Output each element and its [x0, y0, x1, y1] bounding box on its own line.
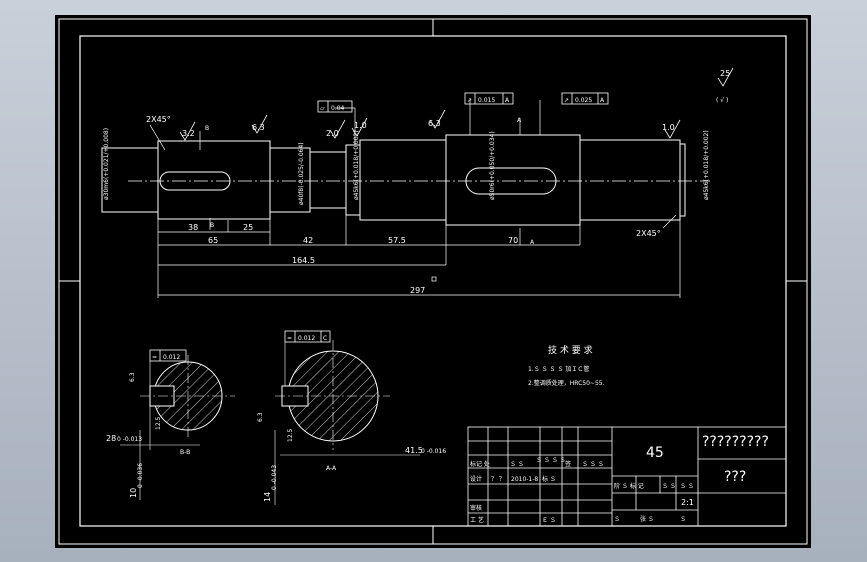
section-mark-left: B [210, 222, 214, 229]
roughness-corner: 25 [720, 69, 730, 78]
section-b-tol-value: 0.012 [163, 354, 180, 361]
tb-row-1b: Ｓ Ｓ [510, 461, 524, 468]
roughness-5: 6.3 [428, 119, 441, 128]
dia-1: ø30m6(+0.021/+0.008) [103, 128, 110, 200]
roughness-4: 1.0 [354, 121, 367, 130]
tb-row-1c: Ｓ Ｓ Ｓ Ｓ [536, 457, 566, 464]
runout2-symbol: ↗ [564, 97, 569, 104]
roughness-2: 6.3 [252, 123, 265, 132]
drawing-area [55, 15, 811, 548]
chamfer-left: 2X45° [146, 115, 171, 124]
dim-42: 42 [303, 236, 313, 245]
dia-5: ø45k6(+0.018/+0.002) [703, 130, 710, 200]
section-mark-right: A [530, 239, 535, 246]
section-a-width: 41.5 [405, 446, 423, 455]
section-a-label: A-A [326, 465, 337, 472]
dim-25: 25 [243, 223, 253, 232]
roughness-symbols [179, 67, 734, 141]
tb-weight-label: Ｓ Ｓ [662, 483, 676, 490]
section-b-depth-tol: 0 -0.036 [137, 463, 144, 488]
drawing-name: ????????? [702, 434, 769, 450]
tb-row-2d: 标 Ｓ [542, 475, 556, 483]
tb-row-1e: Ｓ Ｓ Ｓ [582, 461, 604, 468]
tech-notes-line-2: 2.整调质处理，HRC50~55. [528, 379, 605, 387]
roughness-corner-note: ( √ ) [716, 97, 728, 104]
section-a-roughness-1: 6.3 [257, 412, 264, 422]
runout1-datum: A [505, 97, 510, 104]
dia-2: ø40f8(-0.025/-0.064) [298, 142, 305, 205]
dim-38: 38 [188, 223, 198, 232]
roughness-6: 1.0 [662, 123, 675, 132]
section-a-width-tol: 0 -0.016 [421, 448, 446, 455]
section-a-tol-datum: C [323, 335, 327, 342]
section-a-roughness-2: 12.5 [287, 428, 294, 442]
dia-4: ø50r6(+0.050/+0.034) [489, 131, 496, 200]
flatness-symbol: ▱ [320, 105, 325, 112]
company-name: ??? [724, 469, 746, 485]
runout1-symbol: ↗ [467, 97, 472, 104]
tb-row-1d: 签 [565, 460, 571, 468]
tb-row-3-label: 审核 [470, 504, 482, 512]
tb-row-4b: Ｅ Ｓ [542, 517, 556, 524]
tb-scale-value: 2:1 [681, 498, 694, 507]
section-b-tol-symbol: = [152, 354, 157, 361]
roughness-3: 2.0 [326, 129, 339, 138]
section-b-depth: 10 [129, 488, 138, 498]
section-b-width-tol: 0 -0.013 [117, 436, 142, 443]
tech-notes-title: 技 术 要 求 [548, 344, 593, 356]
drawing-origin-marker [431, 276, 437, 282]
section-a-a [274, 340, 420, 505]
tb-sheet-label: Ｓ [614, 516, 620, 523]
section-a-depth-tol: 0 -0.043 [271, 465, 278, 490]
tb-sheet-label-2: 张 Ｓ [640, 515, 654, 523]
tb-row-2-label: 设计 [470, 475, 482, 483]
frame-center-marks [59, 19, 807, 544]
dim-57-5: 57.5 [388, 236, 406, 245]
chamfer-right: 2X45° [636, 229, 661, 238]
dim-70: 70 [508, 236, 518, 245]
roughness-left: 3.2 [182, 129, 195, 138]
flatness-value: 0.04 [331, 105, 345, 112]
tb-row-4-label: 工 艺 [470, 516, 484, 524]
title-block [467, 426, 787, 527]
tb-sheet-label-3: Ｓ [680, 516, 686, 523]
tb-row-1-label: 标记 处 [470, 460, 490, 468]
tolerance-frames [149, 92, 609, 362]
section-a-tol-value: 0.012 [298, 335, 315, 342]
runout2-value: 0.025 [575, 97, 592, 104]
dim-297: 297 [410, 286, 425, 295]
section-a-tol-symbol: = [287, 335, 292, 342]
section-b-roughness-1: 6.3 [129, 372, 136, 382]
tb-stage-label: 阶 Ｓ 标 记 [614, 482, 644, 490]
tb-row-2b: ？ ？ [491, 476, 505, 483]
dim-164-5: 164.5 [292, 256, 315, 265]
shaft-main-view [101, 134, 710, 226]
section-b-width: 28 [106, 434, 116, 443]
section-a-depth: 14 [263, 492, 272, 502]
tb-row-2-date: 2010-1-8 [511, 476, 538, 483]
section-b-label: B-B [180, 449, 190, 456]
tb-scale-label: Ｓ Ｓ [680, 483, 694, 490]
dimension-lines [149, 100, 681, 298]
material: 45 [646, 445, 664, 461]
datum-top: A [517, 117, 522, 124]
runout2-datum: A [600, 97, 605, 104]
section-b-roughness-2: 12.5 [155, 416, 162, 430]
section-b-b [120, 355, 235, 500]
dim-65: 65 [208, 236, 218, 245]
tech-notes-line-1: 1.Ｓ Ｓ Ｓ Ｓ 加ＩＣ管 [528, 365, 589, 373]
dia-3: ø45k6(+0.018/+0.002) [353, 130, 360, 200]
runout1-value: 0.015 [478, 97, 495, 104]
keyway-label-left: B [205, 125, 209, 132]
